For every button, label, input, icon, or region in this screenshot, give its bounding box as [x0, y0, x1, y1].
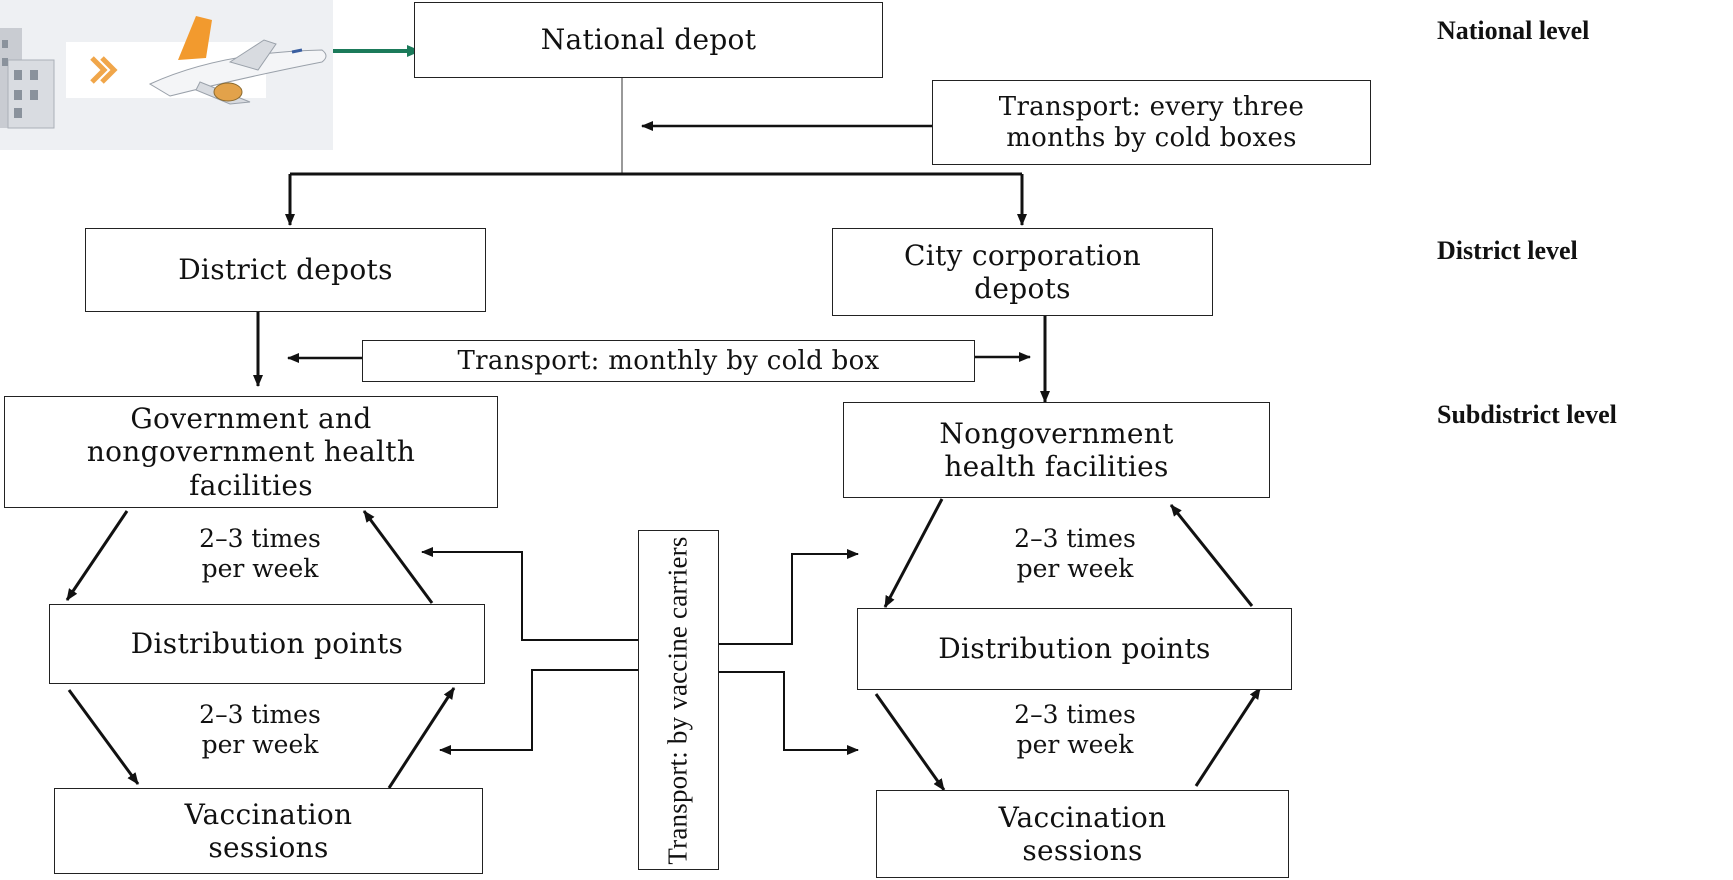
left-distribution-to-facilities	[362, 510, 434, 604]
right-facilities-to-distribution	[883, 498, 944, 608]
left-distribution-points-box: Distribution points	[49, 604, 485, 684]
gov-nongov-facilities-box: Government and nongovernment health faci…	[4, 396, 498, 508]
left-facilities-to-distribution	[65, 510, 129, 601]
monthly-transport-box: Transport: monthly by cold box	[362, 340, 975, 382]
right-distribution-to-facilities	[1169, 504, 1254, 607]
city-corporation-depots-box: City corporation depots	[832, 228, 1213, 316]
national-level-label: National level	[1437, 16, 1590, 45]
vaccine-carriers-box: Transport: by vaccine carriers	[638, 530, 719, 870]
carrier-pointer-right-upper	[719, 549, 859, 645]
left-vaccination-sessions-box: Vaccination sessions	[54, 788, 483, 874]
nongov-facilities-box: Nongovernment health facilities	[843, 402, 1270, 498]
right-sessions-to-distribution	[1194, 687, 1262, 787]
left-distribution-to-sessions	[67, 689, 140, 785]
illustration-canvas	[0, 16, 327, 129]
import-illustration	[0, 0, 333, 150]
left-lower-frequency: 2–3 times per week	[160, 700, 360, 759]
right-upper-frequency: 2–3 times per week	[975, 524, 1175, 583]
carrier-pointer-right-lower	[719, 671, 859, 755]
subdistrict-level-label: Subdistrict level	[1437, 400, 1617, 429]
left-upper-frequency: 2–3 times per week	[160, 524, 360, 583]
vaccine-carriers-label: Transport: by vaccine carriers	[663, 535, 693, 865]
national-depot-box: National depot	[414, 2, 883, 78]
national-transport-box: Transport: every three months by cold bo…	[932, 80, 1371, 165]
right-distribution-to-sessions	[874, 693, 946, 791]
carrier-pointer-left-lower	[439, 669, 638, 755]
right-lower-frequency: 2–3 times per week	[975, 700, 1175, 759]
airplane-icon	[148, 16, 327, 105]
right-distribution-points-box: Distribution points	[857, 608, 1292, 690]
carrier-pointer-left-upper	[421, 547, 638, 641]
warehouse-icon	[0, 28, 55, 129]
district-depots-box: District depots	[85, 228, 486, 312]
right-vaccination-sessions-box: Vaccination sessions	[876, 790, 1289, 878]
district-level-label: District level	[1437, 236, 1578, 265]
left-sessions-to-distribution	[387, 687, 456, 789]
